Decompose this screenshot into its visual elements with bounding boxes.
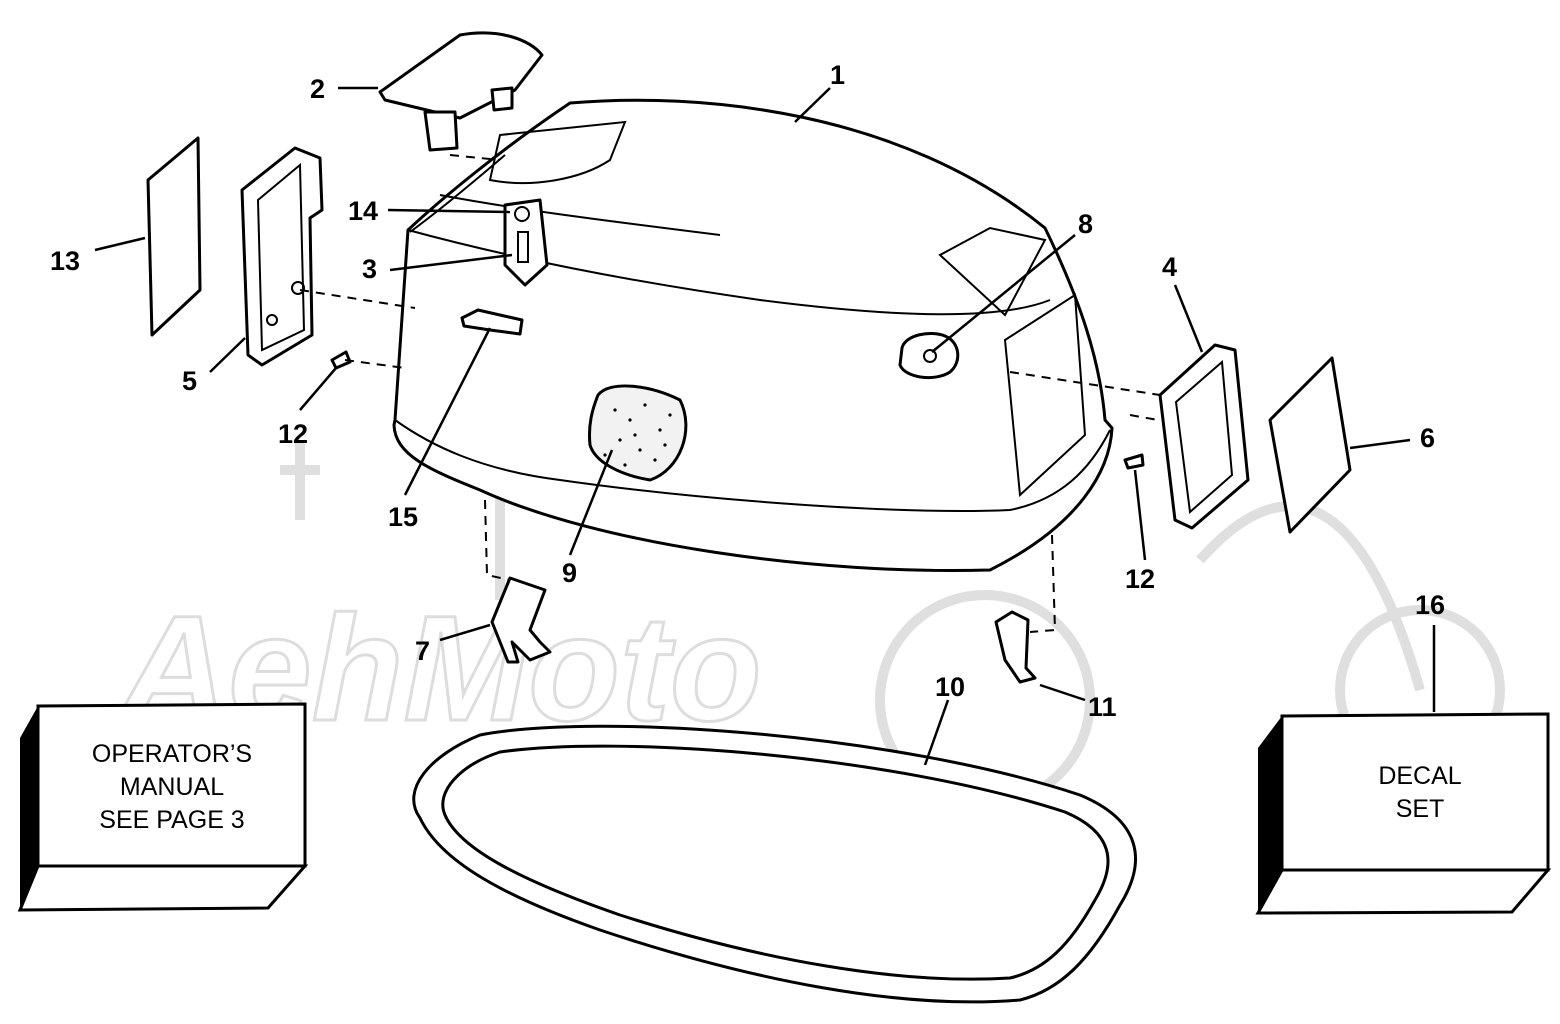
decal-line-2: SET bbox=[1396, 795, 1445, 823]
decal-plate-left bbox=[146, 136, 202, 337]
grommet-knob bbox=[898, 332, 960, 380]
callout-8: 8 bbox=[1078, 209, 1093, 239]
manual-line-2: MANUAL bbox=[120, 773, 224, 801]
callout-10: 10 bbox=[935, 672, 965, 702]
callout-16: 16 bbox=[1415, 590, 1445, 620]
leader-lines bbox=[94, 86, 1436, 766]
callout-15: 15 bbox=[388, 502, 418, 532]
callout-12-right: 12 bbox=[1125, 564, 1155, 594]
engine-cover bbox=[392, 98, 1114, 573]
screw-left bbox=[330, 350, 352, 370]
callout-labels: 1 2 3 4 5 6 7 8 9 10 11 12 12 13 14 15 1… bbox=[50, 60, 1445, 722]
callout-7: 7 bbox=[415, 636, 430, 666]
seal-gasket bbox=[412, 724, 1137, 1004]
latch-bracket bbox=[490, 576, 552, 664]
callout-11: 11 bbox=[1088, 692, 1117, 722]
bracket-frame-left bbox=[240, 146, 324, 367]
latch-plate bbox=[503, 198, 549, 287]
manual-line-1: OPERATOR’S bbox=[92, 740, 252, 768]
callout-2: 2 bbox=[310, 74, 325, 104]
callout-5: 5 bbox=[182, 366, 197, 396]
callout-6: 6 bbox=[1420, 423, 1435, 453]
callout-12-left: 12 bbox=[278, 419, 308, 449]
screw-right bbox=[1123, 453, 1145, 470]
callout-13: 13 bbox=[50, 246, 80, 276]
foam-pad bbox=[588, 384, 688, 482]
clip-part bbox=[460, 308, 524, 336]
handle-part bbox=[378, 31, 544, 152]
callout-1: 1 bbox=[830, 60, 845, 90]
assembly-lines bbox=[299, 154, 1161, 633]
operators-manual-box: OPERATOR’S MANUAL SEE PAGE 3 bbox=[17, 702, 309, 912]
decal-line-1: DECAL bbox=[1378, 762, 1461, 790]
callout-3: 3 bbox=[362, 254, 377, 284]
callout-14: 14 bbox=[348, 196, 378, 226]
frame-right bbox=[1158, 343, 1250, 530]
decal-set-box: DECAL SET bbox=[1255, 712, 1552, 915]
decal-plate-right bbox=[1268, 356, 1352, 534]
callout-4: 4 bbox=[1162, 252, 1177, 282]
manual-line-3: SEE PAGE 3 bbox=[99, 806, 244, 834]
callout-9: 9 bbox=[562, 558, 577, 588]
latch-bracket-right bbox=[994, 610, 1037, 684]
